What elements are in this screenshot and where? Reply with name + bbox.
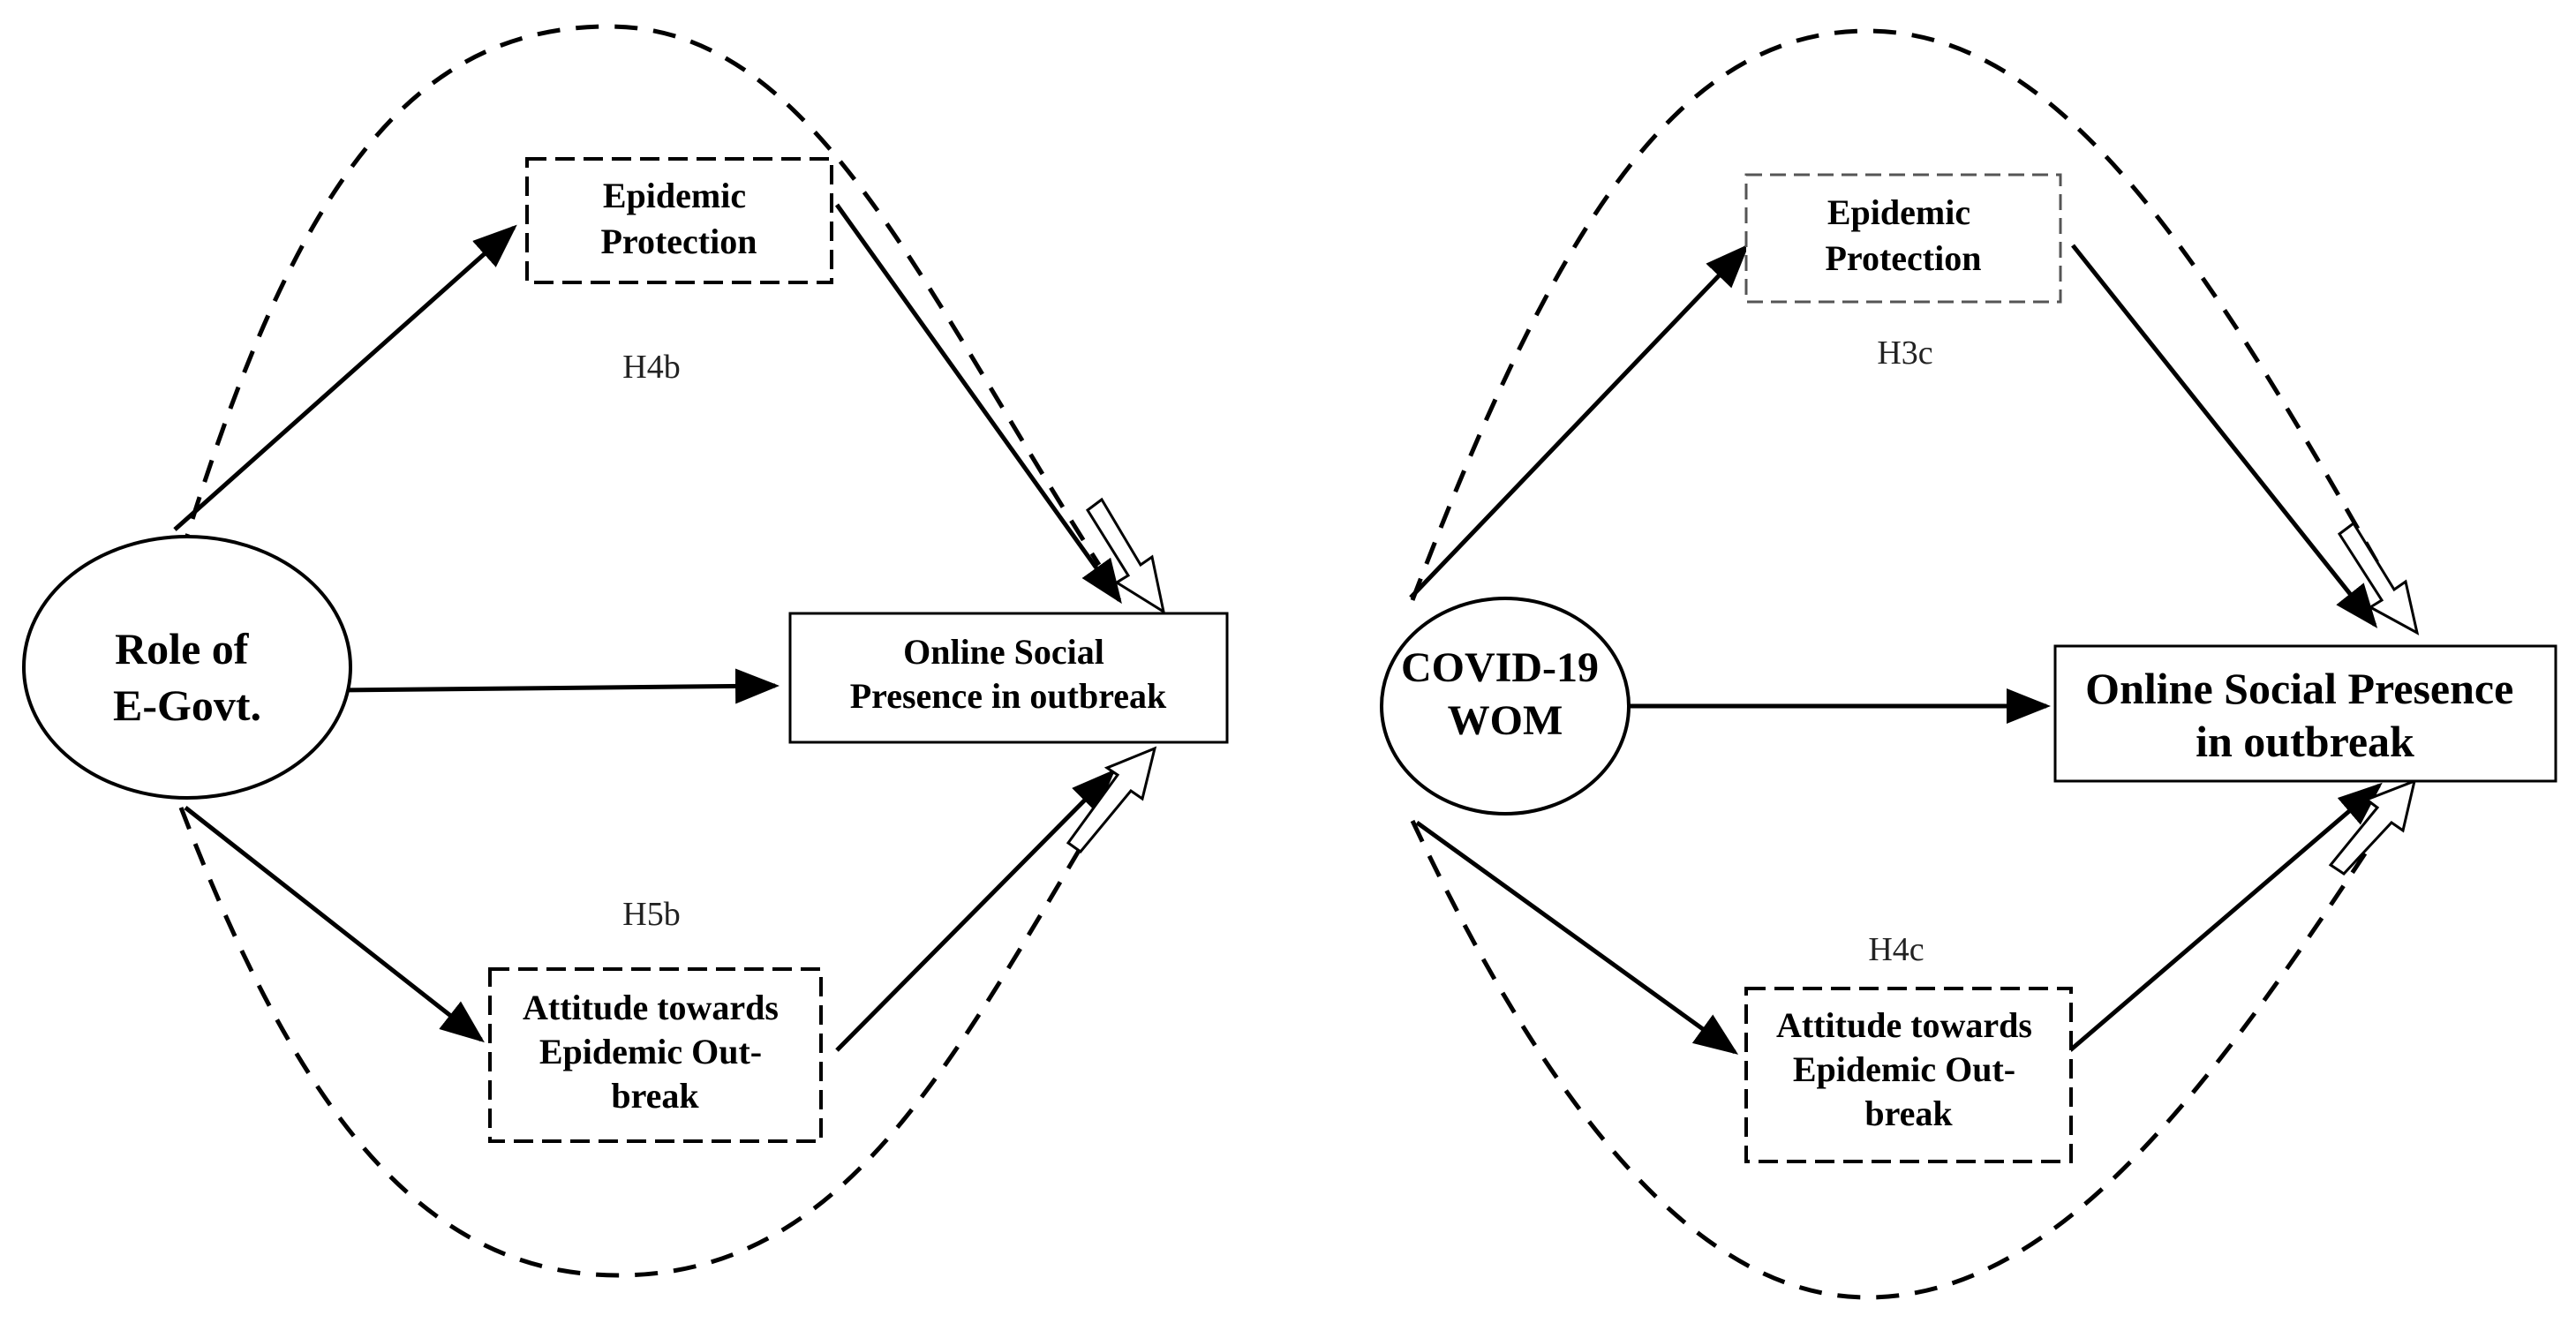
left-outcome-label: Online Social Presence in outbreak	[850, 632, 1167, 716]
left-arrow-source-to-outcome	[336, 668, 780, 704]
right-arrow-source-to-attitude	[1415, 820, 1739, 1055]
right-lower-hollow-arrow	[2328, 778, 2417, 876]
left-lower-hollow-arrow	[1066, 746, 1157, 854]
left-attitude-box	[488, 967, 823, 1143]
right-source-ellipse	[1380, 597, 1631, 816]
right-model: COVID-19 WOM Epidemic Protection Online …	[1380, 28, 2557, 1300]
right-lower-dashed-curve	[1410, 810, 2395, 1300]
left-upper-dashed-curve	[178, 24, 1102, 567]
left-outcome-box	[788, 612, 1229, 744]
right-arrow-source-to-protection	[1409, 244, 1750, 599]
left-arrow-attitude-to-outcome	[835, 769, 1116, 1052]
left-source-label: Role of E-Govt.	[113, 624, 261, 730]
left-attitude-label: Attitude towards Epidemic Out- break	[523, 988, 787, 1116]
right-protection-box	[1744, 173, 2062, 304]
left-arrow-source-to-attitude	[184, 806, 485, 1043]
left-model: Role of E-Govt. Epidemic Protection Onli…	[22, 24, 1229, 1278]
right-outcome-label: Online Social Presence in outbreak	[2085, 664, 2525, 766]
left-hypothesis-top: H4b	[622, 349, 680, 386]
left-arrow-source-to-protection	[173, 224, 517, 531]
left-protection-label: Epidemic Protection	[601, 176, 757, 261]
right-protection-label: Epidemic Protection	[1826, 192, 1982, 278]
left-hypothesis-bottom: H5b	[622, 896, 680, 933]
right-arrow-attitude-to-outcome	[2068, 782, 2383, 1052]
right-attitude-label: Attitude towards Epidemic Out- break	[1776, 1005, 2041, 1133]
left-source-ellipse	[22, 535, 352, 800]
left-protection-box	[525, 157, 833, 284]
right-upper-dashed-curve	[1410, 28, 2386, 601]
left-lower-dashed-curve	[178, 793, 1115, 1278]
right-arrow-protection-to-outcome	[2071, 244, 2378, 628]
right-outcome-box	[2053, 644, 2557, 783]
right-hypothesis-bottom: H4c	[1868, 931, 1924, 968]
left-arrow-protection-to-outcome	[834, 203, 1122, 605]
right-source-label: COVID-19 WOM	[1401, 644, 1609, 744]
right-upper-hollow-arrow	[2337, 521, 2420, 635]
right-attitude-box	[1744, 987, 2073, 1163]
left-upper-hollow-arrow	[1086, 497, 1166, 615]
right-hypothesis-top: H3c	[1877, 335, 1932, 372]
